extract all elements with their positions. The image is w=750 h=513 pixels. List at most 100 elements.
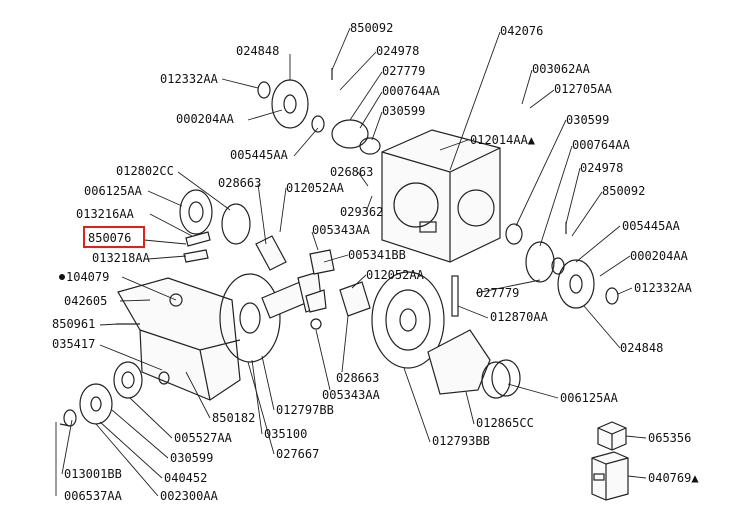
leader-lines bbox=[55, 27, 647, 497]
label-850182: 850182 bbox=[212, 411, 255, 425]
leader-line-37 bbox=[617, 287, 633, 295]
label-005343aa-bottom: 005343AA bbox=[322, 388, 381, 402]
label-012014aa: 012014AA▲ bbox=[470, 133, 536, 147]
label-012802cc: 012802CC bbox=[116, 164, 174, 178]
part-labels: 850092 024848 024978 012332AA 027779 000… bbox=[52, 21, 699, 503]
label-030599-top: 030599 bbox=[382, 104, 425, 118]
leader-line-25 bbox=[311, 231, 319, 251]
leader-line-14 bbox=[539, 145, 573, 247]
label-012052aa-top: 012052AA bbox=[286, 181, 345, 195]
label-006125aa-left: 006125AA bbox=[84, 184, 143, 198]
leader-line-49 bbox=[465, 391, 475, 425]
label-028663-top: 028663 bbox=[218, 176, 261, 190]
label-024848-top: 024848 bbox=[236, 44, 279, 58]
leader-line-32 bbox=[99, 344, 163, 371]
leader-line-15 bbox=[565, 167, 581, 225]
label-005343aa-top: 005343AA bbox=[312, 223, 371, 237]
label-012705aa: 012705AA bbox=[554, 82, 613, 96]
marker-dot-104079 bbox=[59, 274, 65, 280]
leader-line-45 bbox=[111, 409, 169, 459]
bearings bbox=[113, 119, 555, 399]
label-040769: 040769▲ bbox=[648, 471, 699, 485]
label-012865cc: 012865CC bbox=[476, 416, 534, 430]
leader-line-3 bbox=[221, 78, 259, 89]
label-030599-bottom: 030599 bbox=[170, 451, 213, 465]
leader-line-55 bbox=[627, 475, 647, 479]
leader-line-34 bbox=[457, 305, 489, 319]
leader-line-51 bbox=[61, 419, 73, 475]
leader-line-40 bbox=[315, 329, 331, 391]
label-042076: 042076 bbox=[500, 24, 543, 38]
base-bracket bbox=[117, 277, 241, 401]
label-012797bb: 012797BB bbox=[276, 403, 334, 417]
gearbox-housing bbox=[381, 129, 501, 263]
label-005445aa-right: 005445AA bbox=[622, 219, 681, 233]
leader-line-54 bbox=[625, 435, 647, 439]
label-005341bb: 005341BB bbox=[348, 248, 406, 262]
leader-line-29 bbox=[121, 276, 177, 301]
leader-line-44 bbox=[251, 359, 263, 435]
label-024978-right: 024978 bbox=[580, 161, 623, 175]
label-030599-right: 030599 bbox=[566, 113, 609, 127]
label-024848-bottom: 024848 bbox=[620, 341, 663, 355]
leader-line-46 bbox=[99, 421, 163, 479]
leader-line-48 bbox=[403, 367, 431, 443]
label-040452: 040452 bbox=[164, 471, 207, 485]
leader-line-36 bbox=[599, 255, 631, 277]
leader-line-10 bbox=[521, 69, 533, 105]
label-035417: 035417 bbox=[52, 337, 95, 351]
leader-line-28 bbox=[351, 274, 367, 289]
leader-line-30 bbox=[119, 299, 151, 302]
shaft-pin bbox=[451, 275, 459, 317]
product-carton bbox=[591, 451, 629, 501]
label-000204aa-right: 000204AA bbox=[630, 249, 689, 263]
label-027779-right: 027779 bbox=[476, 286, 519, 300]
leader-line-6 bbox=[247, 109, 283, 121]
leader-line-39 bbox=[341, 315, 349, 373]
small-bevel-gears bbox=[255, 235, 371, 330]
label-850092-right: 850092 bbox=[602, 184, 645, 198]
pulley-disc bbox=[219, 273, 281, 363]
label-012870aa: 012870AA bbox=[490, 310, 549, 324]
label-000764aa-top: 000764AA bbox=[382, 84, 441, 98]
leader-line-16 bbox=[571, 191, 603, 237]
label-027667: 027667 bbox=[276, 447, 319, 461]
label-006537aa: 006537AA bbox=[64, 489, 123, 503]
leader-line-23 bbox=[149, 213, 193, 237]
label-000764aa-right: 000764AA bbox=[572, 138, 631, 152]
label-013001bb: 013001BB bbox=[64, 467, 122, 481]
leader-line-50 bbox=[507, 383, 559, 399]
leader-line-31 bbox=[99, 323, 119, 326]
leader-line-12 bbox=[439, 139, 469, 151]
rings-and-seals bbox=[63, 81, 619, 427]
label-005527aa: 005527AA bbox=[174, 431, 233, 445]
label-002300aa: 002300AA bbox=[160, 489, 219, 503]
label-104079: 104079 bbox=[66, 270, 109, 284]
label-065356: 065356 bbox=[648, 431, 691, 445]
leader-line-27 bbox=[323, 254, 349, 263]
leader-line-5 bbox=[359, 91, 383, 129]
leader-line-8 bbox=[293, 127, 319, 157]
label-000204aa-top: 000204AA bbox=[176, 112, 235, 126]
leader-line-43 bbox=[129, 397, 173, 439]
leader-line-21 bbox=[357, 171, 369, 187]
leader-line-35 bbox=[575, 225, 621, 263]
pinion-shaft bbox=[261, 271, 323, 319]
label-042605: 042605 bbox=[64, 294, 107, 308]
leader-line-4 bbox=[349, 71, 383, 121]
label-035100: 035100 bbox=[264, 427, 307, 441]
leader-line-13 bbox=[515, 119, 567, 227]
leader-line-18 bbox=[147, 190, 183, 207]
leader-line-7 bbox=[371, 111, 383, 141]
highlight-box bbox=[83, 226, 145, 248]
differential-carrier bbox=[427, 329, 511, 399]
leader-line-47 bbox=[247, 361, 275, 455]
label-850076: 850076 bbox=[88, 231, 131, 245]
leader-line-0 bbox=[331, 27, 351, 71]
label-012793bb: 012793BB bbox=[432, 434, 490, 448]
leader-line-17 bbox=[177, 171, 231, 211]
label-006125aa-bottom: 006125AA bbox=[560, 391, 619, 405]
leader-line-26 bbox=[147, 255, 187, 260]
